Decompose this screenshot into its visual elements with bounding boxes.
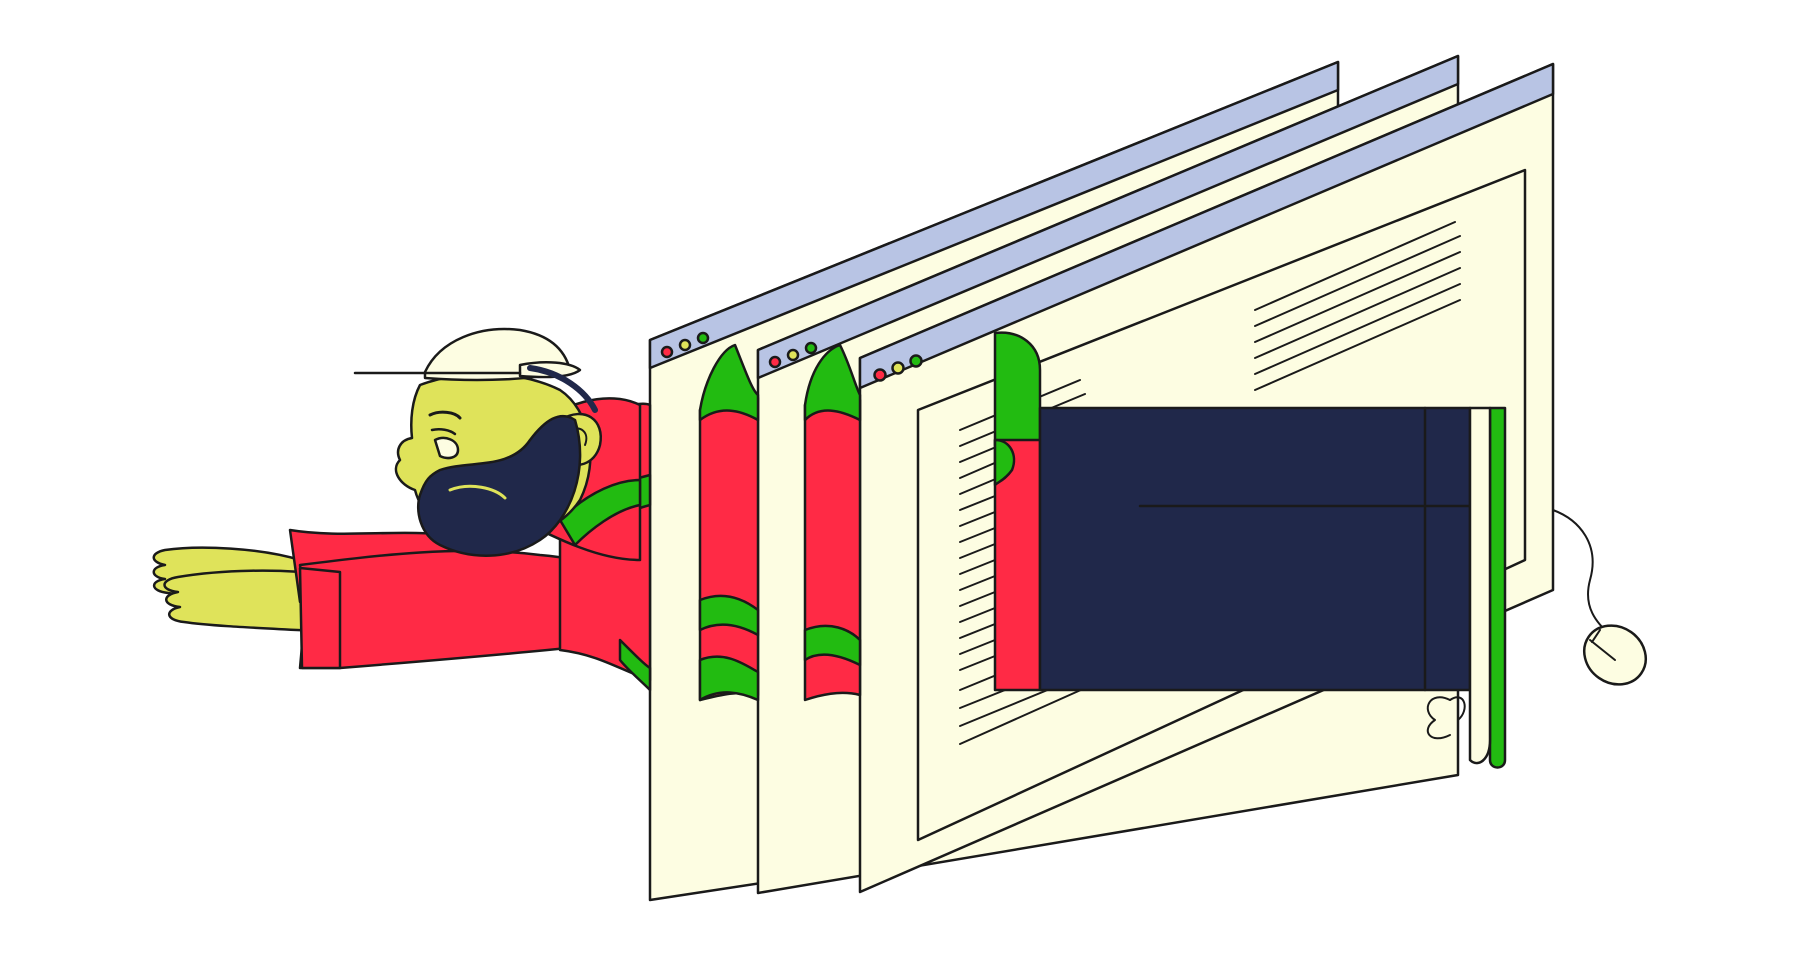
window-maximize-dot [696, 331, 710, 345]
hip-green [993, 331, 1042, 447]
mouse [1552, 509, 1647, 686]
arms [152, 528, 642, 670]
hand-front [163, 569, 337, 634]
window-close-dot [873, 368, 887, 382]
mouse-cable [1552, 509, 1611, 636]
shoelace [1426, 696, 1451, 740]
window-minimize-dot [678, 338, 692, 352]
window-close-dot [768, 355, 782, 369]
mouse-body [1583, 624, 1647, 686]
eye [428, 410, 462, 420]
window-minimize-dot [891, 361, 905, 375]
head [353, 327, 642, 562]
window-close-dot [660, 345, 674, 359]
window-maximize-dot [909, 354, 923, 368]
legs [993, 331, 1507, 769]
window-minimize-dot [786, 348, 800, 362]
beard [416, 414, 582, 557]
nose [433, 436, 460, 460]
hip-red [993, 438, 1042, 692]
pants [1038, 406, 1472, 692]
window-maximize-dot [804, 341, 818, 355]
sock-green [1488, 406, 1507, 769]
